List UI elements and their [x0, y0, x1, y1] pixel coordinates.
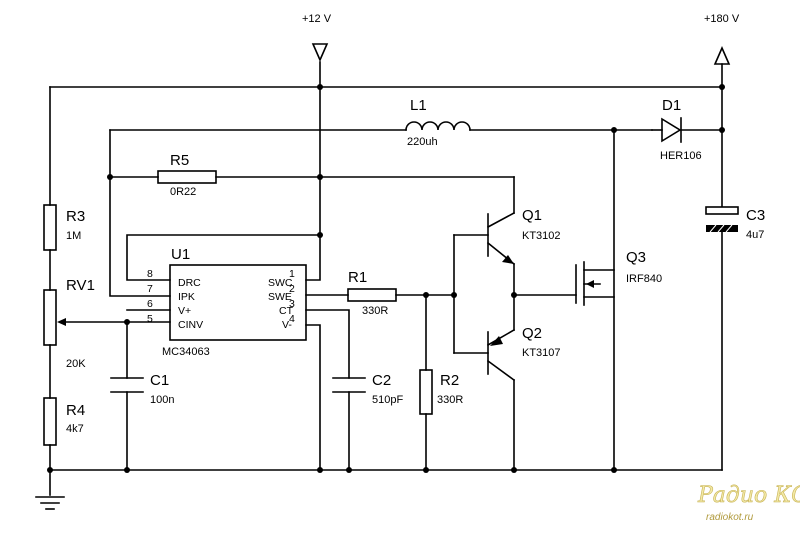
c2-ref: C2 [372, 372, 391, 389]
junctions [47, 84, 725, 473]
q2-ref: Q2 [522, 325, 542, 342]
diode-d1: D1 HER106 [651, 97, 702, 162]
rail-12v-label: +12 V [302, 13, 332, 25]
pin-8-num: 8 [147, 268, 153, 280]
rail-180v: +180 V [704, 13, 740, 65]
d1-ref: D1 [662, 97, 681, 114]
pin-1-num: 1 [289, 268, 295, 280]
pin-4-num: 4 [289, 313, 295, 325]
inductor-l1: L1 220uh [405, 97, 471, 148]
watermark-site: radiokot.ru [706, 512, 754, 523]
potentiometer-rv1: RV1 20K [43, 277, 95, 370]
transistor-q1: Q1 KT3102 [486, 207, 561, 266]
l1-value: 220uh [407, 136, 438, 148]
d1-value: HER106 [660, 150, 702, 162]
q3-ref: Q3 [626, 249, 646, 266]
q3-value: IRF840 [626, 273, 662, 285]
pin-7-name: IPK [178, 291, 195, 303]
r1-value: 330R [362, 305, 388, 317]
ic-u1: U1 MC34063 8 7 6 5 DRC IPK V+ CINV SWC S… [147, 246, 307, 358]
r3-value: 1M [66, 230, 81, 242]
pin-4-name: V- [282, 319, 292, 331]
pin-2-name: SWE [268, 291, 292, 303]
r2-value: 330R [437, 394, 463, 406]
l1-ref: L1 [410, 97, 427, 114]
c1-ref: C1 [150, 372, 169, 389]
q2-value: KT3107 [522, 347, 561, 359]
capacitor-c2: C2 510pF [332, 372, 403, 406]
r4-value: 4k7 [66, 423, 84, 435]
pin-3-num: 3 [289, 298, 295, 310]
pin-3-name: CT [279, 305, 294, 317]
resistor-r4: R4 4k7 [43, 397, 85, 446]
ground-symbol [35, 496, 65, 510]
q1-ref: Q1 [522, 207, 542, 224]
pin-1-name: SWC [268, 277, 293, 289]
wires [49, 61, 723, 496]
resistor-r1: R1 330R [347, 269, 397, 317]
pin-8-name: DRC [178, 277, 201, 289]
r5-ref: R5 [170, 152, 189, 169]
ic-u1-part: MC34063 [162, 346, 210, 358]
transistor-q3: Q3 IRF840 [575, 249, 662, 306]
watermark-logo: Радио КОТ radiokot.ru [697, 483, 800, 523]
pin-6-name: V+ [178, 305, 191, 317]
ic-u1-ref: U1 [171, 246, 190, 263]
watermark-logo-text: Радио КОТ [697, 483, 800, 508]
r4-ref: R4 [66, 402, 85, 419]
r2-ref: R2 [440, 372, 459, 389]
pin-7-num: 7 [147, 283, 153, 295]
pin-5-num: 5 [147, 313, 153, 325]
rail-12v: +12 V [302, 13, 332, 62]
c2-value: 510pF [372, 394, 403, 406]
resistor-r5: R5 0R22 [157, 152, 217, 198]
capacitor-c1: C1 100n [110, 372, 174, 406]
rv1-value: 20K [66, 358, 86, 370]
q1-value: KT3102 [522, 230, 561, 242]
r3-ref: R3 [66, 208, 85, 225]
rail-180v-label: +180 V [704, 13, 740, 25]
c3-ref: C3 [746, 207, 765, 224]
transistor-q2: Q2 KT3107 [486, 325, 561, 382]
rv1-ref: RV1 [66, 277, 95, 294]
c1-value: 100n [150, 394, 174, 406]
c3-value: 4u7 [746, 229, 764, 241]
pin-5-name: CINV [178, 319, 203, 331]
pin-2-num: 2 [289, 283, 295, 295]
capacitor-c3: C3 4u7 [705, 206, 765, 241]
pin-6-num: 6 [147, 298, 153, 310]
r5-value: 0R22 [170, 186, 196, 198]
r1-ref: R1 [348, 269, 367, 286]
resistor-r2: R2 330R [419, 369, 463, 415]
resistor-r3: R3 1M [43, 204, 85, 251]
